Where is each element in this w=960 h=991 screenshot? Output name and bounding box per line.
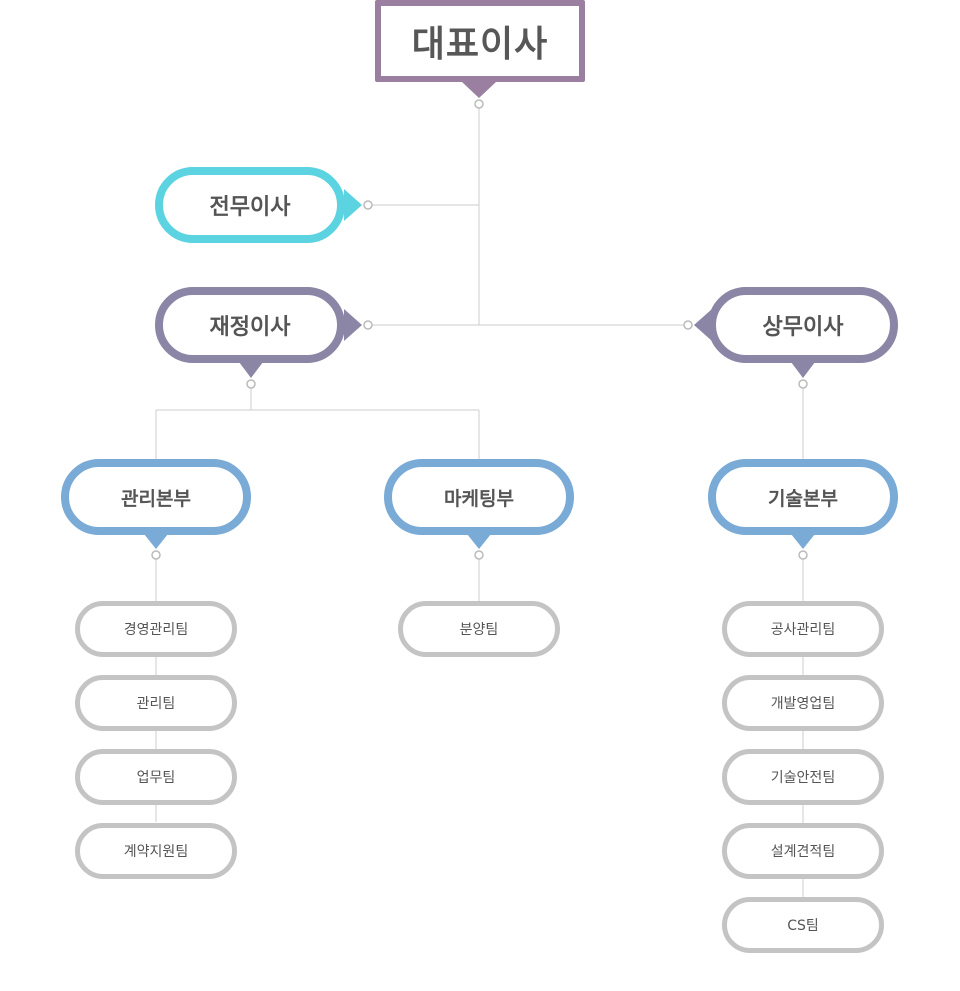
- team-label: 공사관리팀: [770, 622, 836, 638]
- connector-dot: [363, 200, 373, 210]
- technology-division-label: 기술본부: [768, 487, 838, 510]
- management-division-label: 관리본부: [121, 487, 191, 510]
- team-label: 개발영업팀: [770, 696, 836, 712]
- team-label: 경영관리팀: [123, 622, 189, 638]
- finance-director-label: 재정이사: [209, 315, 291, 340]
- team-label: CS팀: [787, 918, 819, 934]
- commerce-pointer-left: [694, 309, 712, 341]
- managing-director-node: 전무이사: [155, 167, 345, 243]
- connector-dot: [798, 379, 808, 389]
- ceo-pointer: [462, 82, 496, 98]
- technology-pointer: [791, 534, 815, 549]
- team-node: 분양팀: [398, 601, 560, 657]
- team-node: 계약지원팀: [75, 823, 237, 879]
- ceo-label: 대표이사: [411, 24, 549, 65]
- team-node: 경영관리팀: [75, 601, 237, 657]
- team-node: 기술안전팀: [722, 749, 884, 805]
- management-pointer: [144, 534, 168, 549]
- connector-dot: [151, 550, 161, 560]
- commerce-director-node: 상무이사: [708, 287, 898, 363]
- commerce-director-label: 상무이사: [762, 315, 844, 340]
- marketing-division-node: 마케팅부: [384, 459, 574, 535]
- team-label: 계약지원팀: [123, 844, 189, 860]
- team-label: 관리팀: [136, 696, 176, 712]
- finance-pointer-down: [239, 362, 263, 378]
- team-node: 관리팀: [75, 675, 237, 731]
- commerce-pointer-down: [791, 362, 815, 378]
- connector-dot: [798, 550, 808, 560]
- team-node: CS팀: [722, 897, 884, 953]
- connector-dot: [683, 320, 693, 330]
- team-label: 분양팀: [459, 622, 499, 638]
- connector-dot: [474, 550, 484, 560]
- team-node: 개발영업팀: [722, 675, 884, 731]
- connector-dot: [246, 379, 256, 389]
- managing-director-label: 전무이사: [209, 195, 291, 220]
- finance-pointer-right: [344, 309, 362, 341]
- technology-division-node: 기술본부: [708, 459, 898, 535]
- team-label: 업무팀: [136, 770, 176, 786]
- team-label: 기술안전팀: [770, 770, 836, 786]
- marketing-division-label: 마케팅부: [444, 487, 514, 510]
- connector-dot: [474, 99, 484, 109]
- team-label: 설계견적팀: [770, 844, 836, 860]
- marketing-pointer: [467, 534, 491, 549]
- team-node: 설계견적팀: [722, 823, 884, 879]
- team-node: 업무팀: [75, 749, 237, 805]
- management-division-node: 관리본부: [61, 459, 251, 535]
- managing-pointer: [344, 189, 362, 221]
- ceo-box: 대표이사: [375, 0, 585, 82]
- finance-director-node: 재정이사: [155, 287, 345, 363]
- team-node: 공사관리팀: [722, 601, 884, 657]
- connector-dot: [363, 320, 373, 330]
